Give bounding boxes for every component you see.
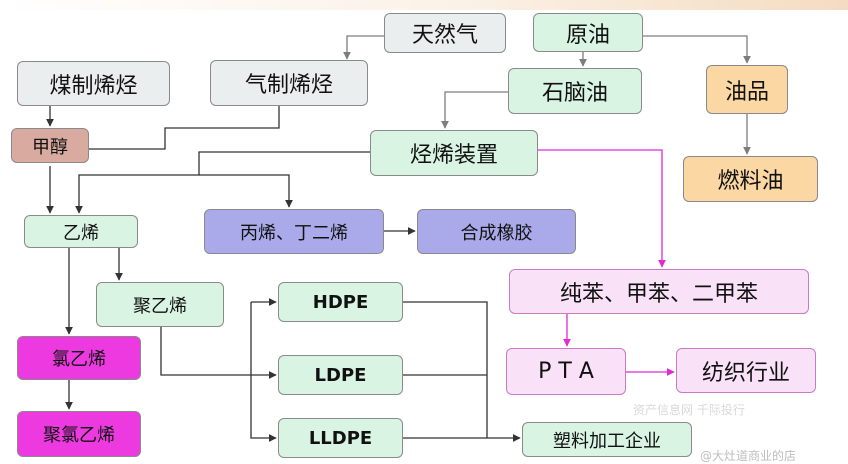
edge-crude-to-oil-products <box>643 35 751 64</box>
node-cracker-unit: 烃烯装置 <box>370 130 538 176</box>
node-pta: P T A <box>506 348 626 395</box>
edge-cracker-to-branch <box>75 151 370 214</box>
node-propylene-butadiene: 丙烯、丁二烯 <box>204 209 384 254</box>
node-synthetic-rubber: 合成橡胶 <box>417 209 576 254</box>
node-ldpe: LDPE <box>278 355 403 395</box>
node-lldpe: LLDPE <box>278 418 403 458</box>
node-coal-to-olefins: 煤制烯烃 <box>17 61 170 106</box>
node-naphtha: 石脑油 <box>508 68 642 114</box>
node-textile-industry: 纺织行业 <box>676 348 816 393</box>
node-hdpe: HDPE <box>278 282 403 322</box>
node-natural-gas: 天然气 <box>384 13 506 53</box>
node-pvc: 聚氯乙烯 <box>17 411 141 457</box>
node-crude-oil: 原油 <box>533 13 643 52</box>
node-aromatics: 纯苯、甲苯、二甲苯 <box>509 269 809 314</box>
node-gas-to-olefins: 气制烯烃 <box>210 60 368 106</box>
edge-branch-to-propylene <box>199 174 293 208</box>
corner-watermark: @大灶道商业的店 <box>700 449 797 463</box>
edge-natural-gas-to-gas-olefins <box>343 35 384 60</box>
watermark-text: 资产信息网 千际投行 <box>633 403 745 417</box>
edge-cracker-to-aromatics <box>538 149 666 268</box>
edge-gas-olefins-to-methanol <box>89 106 280 150</box>
node-polyethylene: 聚乙烯 <box>96 282 224 327</box>
header-gradient-band <box>0 0 848 10</box>
node-methanol: 甲醇 <box>11 128 89 163</box>
edge-polyethylene-to-ldpe <box>160 327 277 379</box>
node-plastics-processing: 塑料加工企业 <box>522 422 692 457</box>
edge-spine-to-lldpe <box>250 302 277 442</box>
edge-naphtha-to-cracker <box>441 91 508 129</box>
node-fuel-oil: 燃料油 <box>683 156 818 202</box>
node-ethylene: 乙烯 <box>24 215 138 248</box>
node-oil-products: 油品 <box>706 65 788 114</box>
node-vinyl-chloride: 氯乙烯 <box>17 336 141 380</box>
edge-hdpe-to-plastics <box>403 301 488 438</box>
